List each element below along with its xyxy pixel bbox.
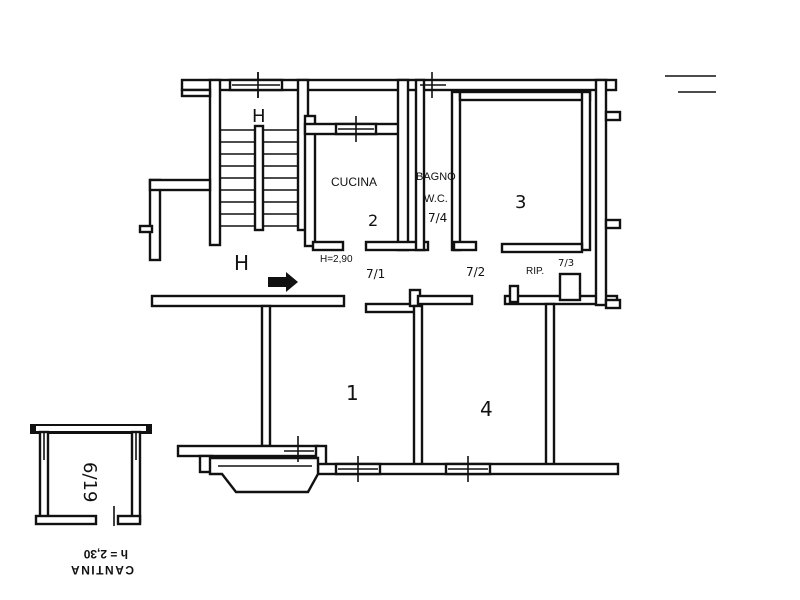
top-right-marks (665, 75, 716, 93)
bathroom-sub: W.C. (424, 193, 448, 205)
entrance-arrow-icon (268, 272, 298, 292)
cellar-height: h = 2,30 (83, 547, 128, 561)
cellar-number: 6/19 (79, 462, 100, 502)
window-room-1 (284, 436, 314, 462)
window-stair (228, 72, 284, 98)
window-bathroom (420, 72, 446, 98)
storage-name: RIP. (526, 266, 544, 277)
corridor-number-1: 7/1 (366, 267, 385, 281)
window-bottom-b (444, 456, 492, 482)
cellar-title: CANTINA (70, 563, 135, 577)
corridor-number-2: 7/2 (466, 265, 485, 279)
bathroom-name: BAGNO (416, 171, 456, 183)
landing-mark: H (234, 251, 249, 275)
window-kitchen (334, 116, 378, 142)
kitchen-number: 2 (368, 211, 378, 230)
bathroom-number: 7/4 (428, 211, 447, 225)
interior-walls (303, 78, 592, 304)
stair-mark: H (252, 106, 266, 127)
height-note: H=2,90 (320, 254, 353, 265)
bay-window (208, 456, 320, 494)
room-4-number: 4 (480, 397, 493, 421)
storage-number: 7/3 (558, 258, 574, 269)
window-bottom-a (334, 456, 382, 482)
staircase (220, 124, 298, 232)
cellar: 6/19 h = 2,30 CANTINA (30, 424, 152, 577)
room-1-number: 1 (346, 381, 359, 405)
kitchen-name: CUCINA (331, 175, 377, 189)
windows (228, 72, 492, 482)
room-3-number: 3 (515, 192, 526, 213)
